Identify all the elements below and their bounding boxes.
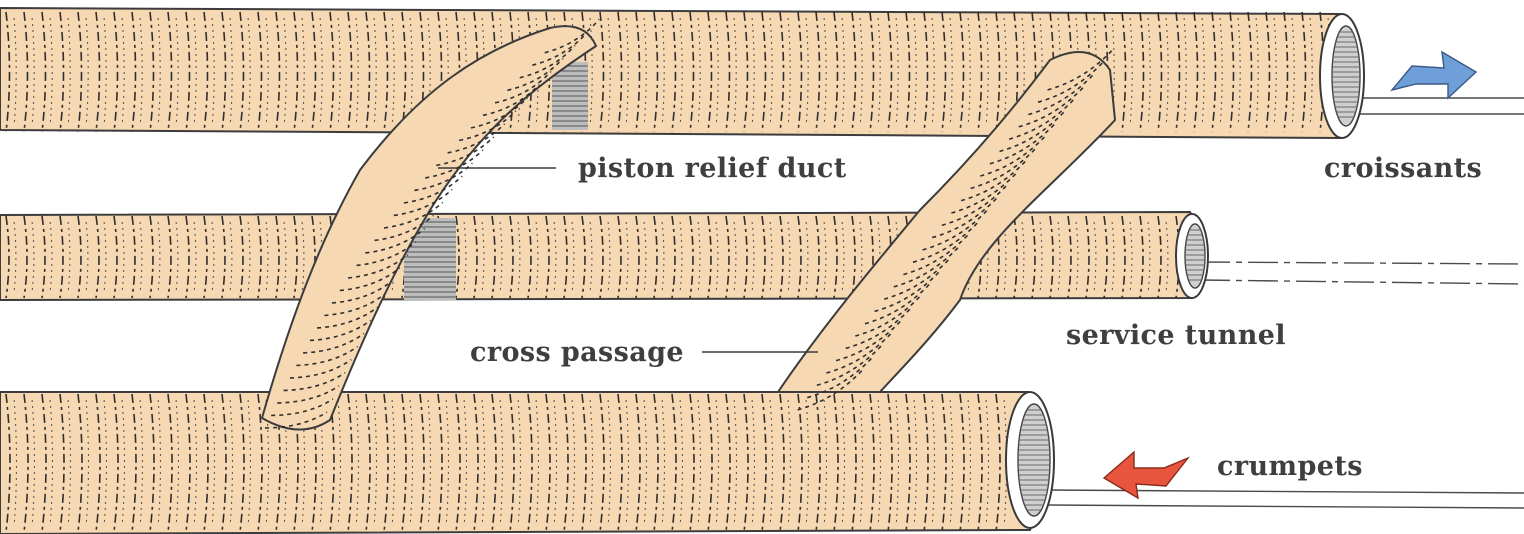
service-tunnel-tube bbox=[0, 212, 1208, 300]
crumpets-label: crumpets bbox=[1217, 451, 1363, 482]
top-running-tunnel bbox=[0, 8, 1364, 138]
arrow-right-icon bbox=[1392, 52, 1476, 98]
bottom-running-tunnel bbox=[0, 392, 1054, 534]
piston-relief-duct-label: piston relief duct bbox=[578, 153, 847, 184]
cross-passage-label: cross passage bbox=[470, 337, 684, 368]
service-tunnel-label: service tunnel bbox=[1066, 320, 1286, 351]
croissants-label: croissants bbox=[1324, 153, 1482, 184]
